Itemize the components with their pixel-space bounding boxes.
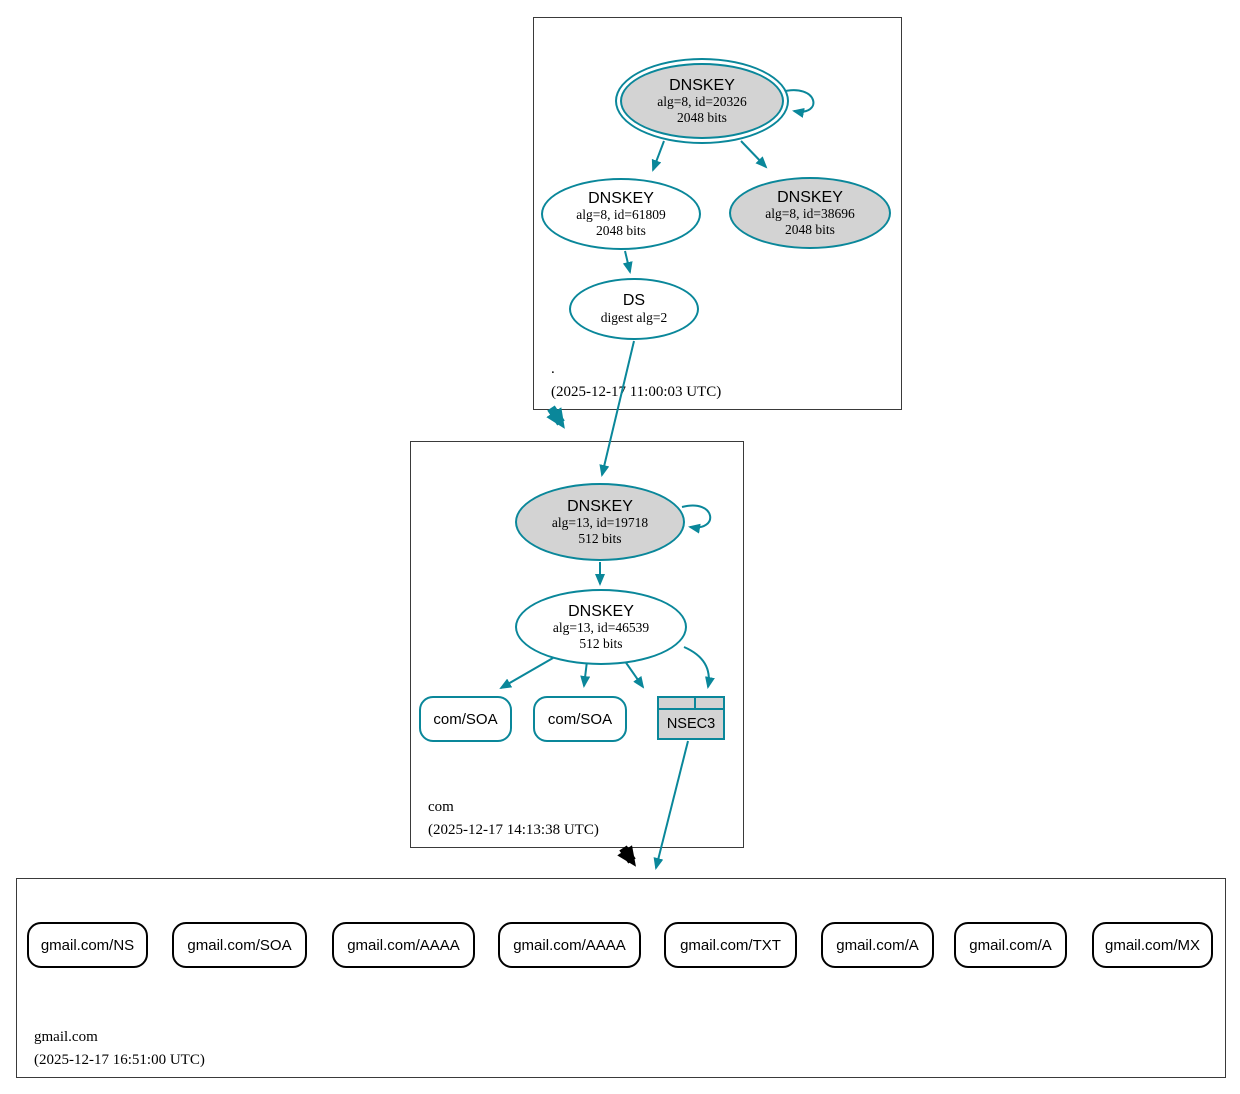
node-gmail-a-1[interactable]: gmail.com/A (821, 922, 934, 968)
node-gmail-ns[interactable]: gmail.com/NS (27, 922, 148, 968)
zone-com-label: com (428, 799, 454, 815)
node-detail: alg=13, id=46539 (552, 620, 650, 636)
node-title: DNSKEY (777, 188, 843, 206)
node-title: DS (622, 292, 646, 310)
delegation-root-to-com-arrow (546, 405, 565, 429)
node-root-dnskey-61809[interactable]: DNSKEY alg=8, id=61809 2048 bits (541, 178, 701, 250)
node-com-dnskey-19718[interactable]: DNSKEY alg=13, id=19718 512 bits (515, 483, 685, 561)
zone-root-label: . (551, 361, 555, 377)
node-root-dnskey-20326[interactable]: DNSKEY alg=8, id=20326 2048 bits (615, 58, 789, 144)
node-root-dnskey-38696[interactable]: DNSKEY alg=8, id=38696 2048 bits (729, 177, 891, 249)
rrset-label: gmail.com/NS (40, 936, 135, 954)
node-detail: alg=8, id=61809 (576, 207, 666, 223)
zone-gmail-timestamp: (2025-12-17 16:51:00 UTC) (34, 1052, 205, 1068)
node-ds-com[interactable]: DS digest alg=2 (569, 278, 699, 340)
rrset-label: gmail.com/MX (1104, 936, 1201, 954)
node-com-dnskey-46539[interactable]: DNSKEY alg=13, id=46539 512 bits (515, 589, 687, 665)
delegation-com-to-gmail-arrow (617, 845, 636, 867)
node-gmail-txt[interactable]: gmail.com/TXT (664, 922, 797, 968)
nsec3-label: NSEC3 (666, 716, 716, 732)
node-title: DNSKEY (669, 76, 735, 94)
rrset-label: gmail.com/A (969, 936, 1052, 954)
zone-gmail-label: gmail.com (34, 1029, 98, 1045)
node-detail: alg=13, id=19718 (551, 515, 649, 531)
node-detail: alg=8, id=20326 (657, 94, 747, 110)
node-gmail-mx[interactable]: gmail.com/MX (1092, 922, 1213, 968)
node-title: DNSKEY (588, 189, 654, 207)
nsec3-header-cells (659, 698, 723, 710)
node-detail: alg=8, id=38696 (765, 206, 855, 222)
rrset-label: gmail.com/SOA (187, 936, 292, 954)
rrset-label: gmail.com/AAAA (347, 936, 460, 954)
node-nsec3[interactable]: NSEC3 (657, 696, 725, 740)
node-gmail-aaaa-1[interactable]: gmail.com/AAAA (332, 922, 475, 968)
node-gmail-soa[interactable]: gmail.com/SOA (172, 922, 307, 968)
rrset-label: com/SOA (433, 710, 498, 728)
node-title: DNSKEY (568, 602, 634, 620)
node-detail: 2048 bits (785, 221, 835, 237)
rrset-label: gmail.com/AAAA (513, 936, 626, 954)
zone-gmail-box: gmail.com (2025-12-17 16:51:00 UTC) (16, 878, 1226, 1078)
node-com-soa-1[interactable]: com/SOA (419, 696, 512, 742)
zone-com-timestamp: (2025-12-17 14:13:38 UTC) (428, 822, 599, 838)
node-detail: 2048 bits (677, 109, 727, 125)
rrset-label: com/SOA (547, 710, 613, 728)
rrset-label: gmail.com/TXT (680, 936, 781, 954)
zone-root-box: . (2025-12-17 11:00:03 UTC) (533, 17, 902, 410)
node-gmail-a-2[interactable]: gmail.com/A (954, 922, 1067, 968)
zone-root-timestamp: (2025-12-17 11:00:03 UTC) (551, 384, 722, 400)
node-gmail-aaaa-2[interactable]: gmail.com/AAAA (498, 922, 641, 968)
trust-anchor-outline: DNSKEY alg=8, id=20326 2048 bits (615, 58, 789, 144)
rrset-label: gmail.com/A (836, 936, 919, 954)
zone-com-box: com (2025-12-17 14:13:38 UTC) (410, 441, 744, 848)
node-detail: 512 bits (578, 530, 622, 546)
node-com-soa-2[interactable]: com/SOA (533, 696, 627, 742)
node-detail: 512 bits (579, 635, 623, 651)
node-detail: digest alg=2 (600, 310, 668, 326)
node-title: DNSKEY (567, 497, 633, 515)
node-detail: 2048 bits (596, 222, 646, 238)
